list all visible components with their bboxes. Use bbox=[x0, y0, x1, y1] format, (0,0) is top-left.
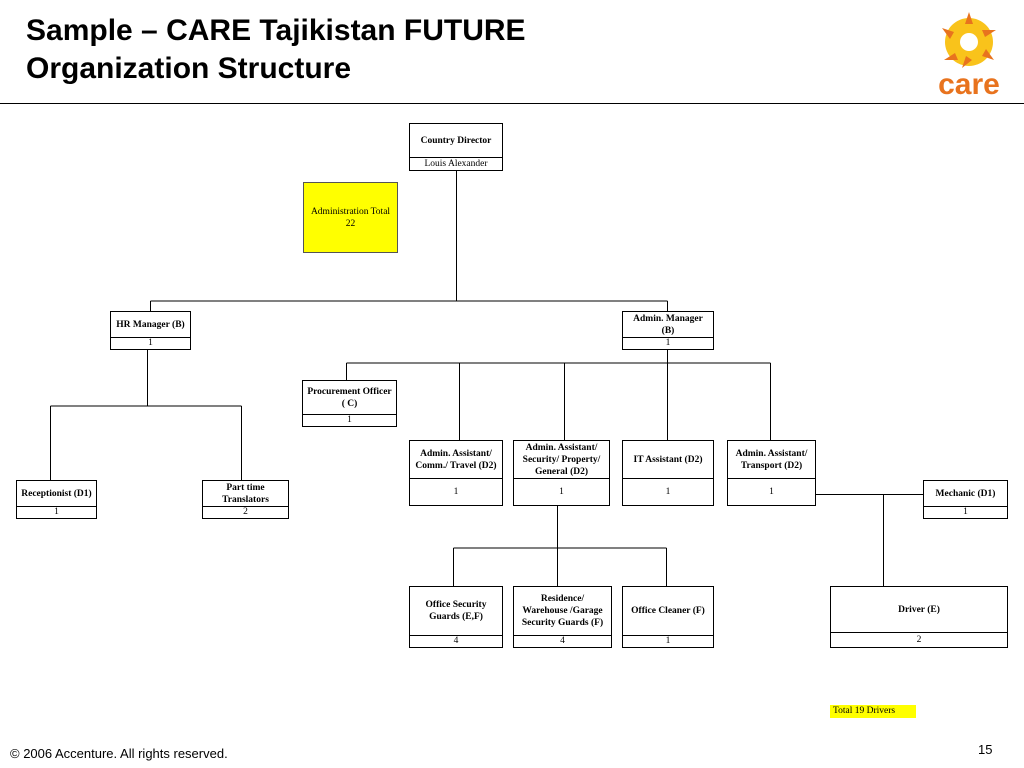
administration-total-value: 22 bbox=[345, 218, 356, 229]
care-logo-mark bbox=[942, 12, 996, 68]
node-part-time-translators: Part time Translators 2 bbox=[202, 480, 289, 519]
node-value: 1 bbox=[623, 478, 713, 505]
node-receptionist: Receptionist (D1) 1 bbox=[16, 480, 97, 519]
node-title: IT Assistant (D2) bbox=[633, 454, 703, 465]
node-value: 1 bbox=[623, 337, 713, 349]
node-country-director: Country Director Louis Alexander bbox=[409, 123, 503, 171]
node-title: HR Manager (B) bbox=[116, 319, 185, 330]
page-title: Sample – CARE Tajikistan FUTURE Organiza… bbox=[26, 12, 526, 88]
node-admin-assistant-transport: Admin. Assistant/ Transport (D2) 1 bbox=[727, 440, 816, 506]
administration-total-label: Administration Total bbox=[310, 206, 391, 217]
node-procurement-officer: Procurement Officer ( C) 1 bbox=[302, 380, 397, 427]
node-value: 4 bbox=[514, 635, 611, 647]
node-title: Office Cleaner (F) bbox=[631, 606, 705, 616]
node-title: Procurement Officer ( C) bbox=[307, 386, 392, 409]
copyright-footer: © 2006 Accenture. All rights reserved. bbox=[10, 746, 228, 761]
node-title: Country Director bbox=[420, 135, 492, 146]
administration-total-box: Administration Total 22 bbox=[303, 182, 398, 253]
node-value: 1 bbox=[924, 506, 1007, 518]
node-value: 1 bbox=[514, 478, 609, 505]
title-line-2: Organization Structure bbox=[26, 52, 352, 85]
node-admin-manager: Admin. Manager (B) 1 bbox=[622, 311, 714, 350]
node-residence-security-guards: Residence/ Warehouse /Garage Security Gu… bbox=[513, 586, 612, 648]
node-value: 1 bbox=[623, 635, 713, 647]
care-logo-text: care bbox=[938, 68, 1000, 100]
node-office-cleaner: Office Cleaner (F) 1 bbox=[622, 586, 714, 648]
node-title: Admin. Manager (B) bbox=[633, 313, 703, 336]
node-hr-manager: HR Manager (B) 1 bbox=[110, 311, 191, 350]
node-title: Part time Translators bbox=[222, 482, 269, 505]
node-admin-assistant-comm-travel: Admin. Assistant/ Comm./ Travel (D2) 1 bbox=[409, 440, 503, 506]
node-value: 1 bbox=[728, 478, 815, 505]
node-title: Mechanic (D1) bbox=[935, 488, 996, 499]
node-title: Admin. Assistant/ Security/ Property/ Ge… bbox=[522, 442, 601, 477]
node-value: 1 bbox=[410, 478, 502, 505]
node-office-security-guards: Office Security Guards (E,F) 4 bbox=[409, 586, 503, 648]
node-value: 2 bbox=[203, 506, 288, 518]
drivers-total-note: Total 19 Drivers bbox=[830, 705, 916, 718]
care-logo: care bbox=[938, 12, 1000, 100]
node-title: Admin. Assistant/ Comm./ Travel (D2) bbox=[415, 448, 497, 471]
node-value: 1 bbox=[17, 506, 96, 518]
node-driver: Driver (E) 2 bbox=[830, 586, 1008, 648]
node-title: Admin. Assistant/ Transport (D2) bbox=[735, 448, 808, 471]
node-value: Louis Alexander bbox=[410, 157, 502, 170]
node-it-assistant: IT Assistant (D2) 1 bbox=[622, 440, 714, 506]
node-mechanic: Mechanic (D1) 1 bbox=[923, 480, 1008, 519]
page-number: 15 bbox=[978, 742, 993, 757]
node-value: 1 bbox=[111, 337, 190, 349]
node-title: Receptionist (D1) bbox=[21, 488, 92, 499]
node-admin-assistant-security: Admin. Assistant/ Security/ Property/ Ge… bbox=[513, 440, 610, 506]
title-divider bbox=[0, 103, 1024, 104]
node-value: 4 bbox=[410, 635, 502, 647]
node-title: Driver (E) bbox=[898, 604, 940, 615]
title-line-1: Sample – CARE Tajikistan FUTURE bbox=[26, 14, 526, 47]
node-value: 1 bbox=[303, 414, 396, 426]
node-title: Residence/ Warehouse /Garage Security Gu… bbox=[521, 594, 604, 628]
node-title: Office Security Guards (E,F) bbox=[425, 600, 487, 622]
node-value: 2 bbox=[831, 632, 1007, 647]
